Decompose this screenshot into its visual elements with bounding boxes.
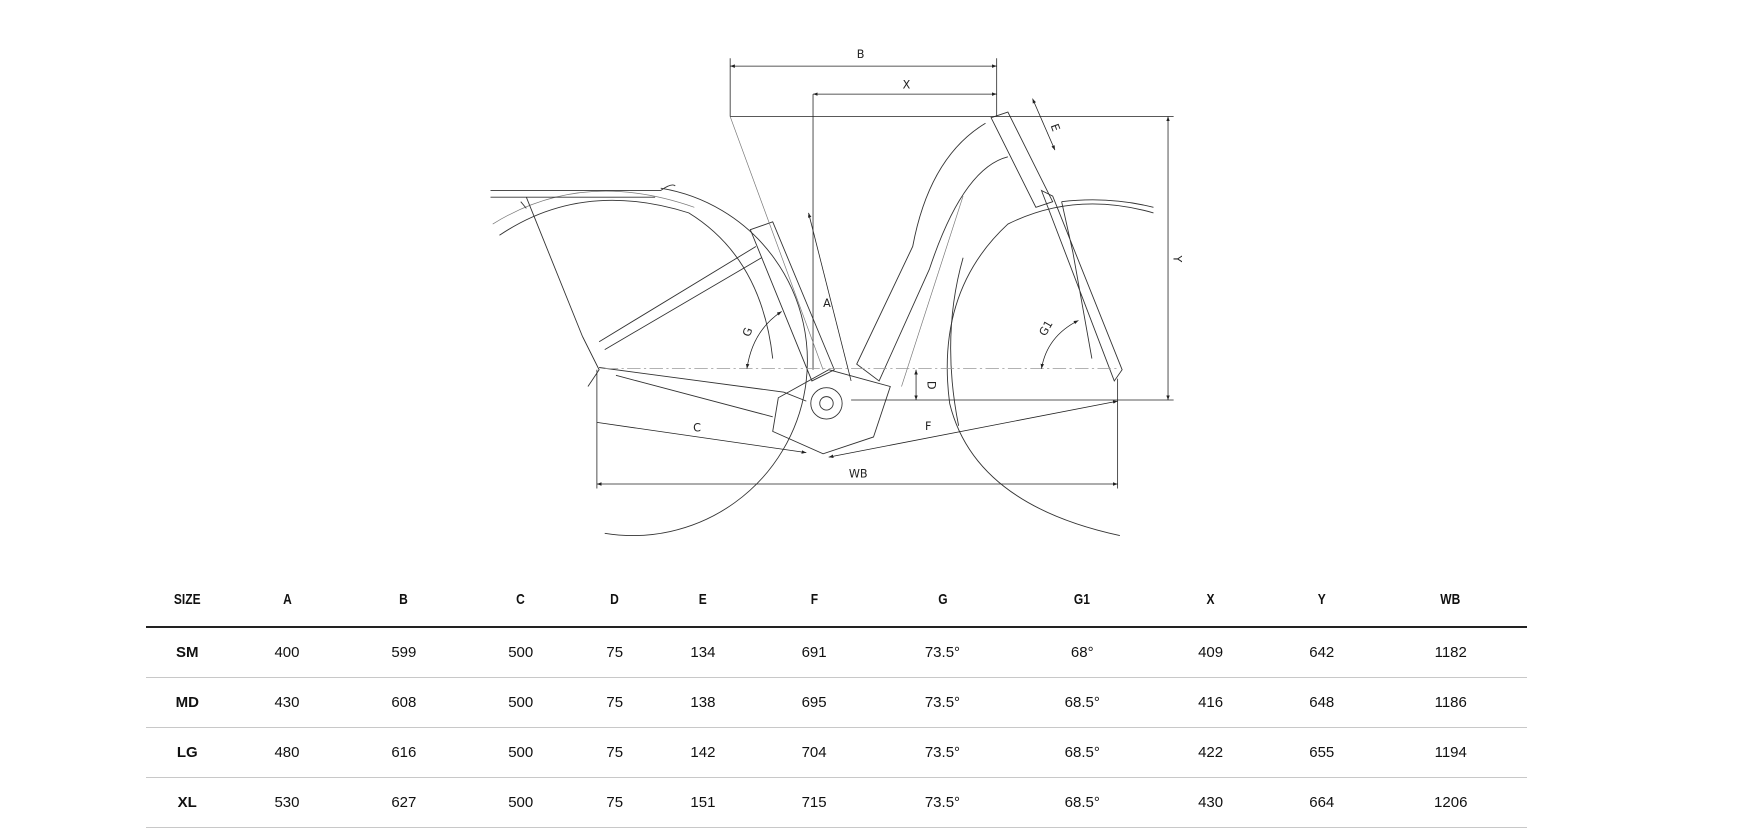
col-header: Y: [1279, 572, 1364, 628]
front-fender: [950, 199, 1154, 426]
value-cell: 695: [755, 677, 873, 728]
value-cell: 1182: [1374, 627, 1527, 678]
value-cell: 68.5°: [1012, 727, 1153, 778]
table-header-row: SIZE A B C D E F G G1 X Y WB: [146, 572, 1527, 628]
value-cell: 500: [462, 677, 580, 728]
col-header: E: [660, 572, 746, 628]
label-a: A: [823, 297, 831, 310]
label-y: Y: [1171, 254, 1184, 262]
value-cell: 704: [755, 727, 873, 778]
motor: [772, 369, 891, 455]
size-cell: MD: [146, 677, 229, 728]
label-g: G: [740, 326, 755, 339]
value-cell: 599: [345, 627, 463, 678]
label-f: F: [925, 420, 931, 433]
value-cell: 642: [1269, 627, 1375, 678]
chain-stay: [599, 367, 807, 418]
value-cell: 75: [579, 677, 651, 728]
label-e: E: [1048, 122, 1063, 133]
label-wb: WB: [849, 467, 868, 480]
value-cell: 608: [345, 677, 463, 728]
rear-rack: [490, 184, 676, 337]
head-tube: [990, 111, 1054, 208]
value-cell: 75: [579, 727, 651, 778]
value-cell: 409: [1152, 627, 1270, 678]
value-cell: 142: [650, 727, 756, 778]
fork: [1040, 189, 1123, 382]
col-header: F: [767, 572, 861, 628]
value-cell: 73.5°: [872, 627, 1013, 678]
col-header: C: [473, 572, 568, 628]
col-header: WB: [1389, 572, 1512, 628]
value-cell: 430: [228, 677, 346, 728]
size-cell: SM: [146, 627, 229, 678]
value-cell: 75: [579, 777, 651, 828]
value-cell: 416: [1152, 677, 1270, 728]
value-cell: 1206: [1374, 777, 1527, 828]
value-cell: 73.5°: [872, 777, 1013, 828]
value-cell: 1194: [1374, 727, 1527, 778]
rear-fender: [499, 199, 774, 359]
value-cell: 616: [345, 727, 463, 778]
label-d: D: [924, 381, 937, 390]
col-header: G: [886, 572, 999, 628]
value-cell: 648: [1269, 677, 1375, 728]
value-cell: 530: [228, 777, 346, 828]
value-cell: 400: [228, 627, 346, 678]
value-cell: 73.5°: [872, 727, 1013, 778]
col-header: A: [240, 572, 334, 628]
dimension-lines: [596, 58, 1174, 489]
value-cell: 151: [650, 777, 756, 828]
value-cell: 655: [1269, 727, 1375, 778]
value-cell: 68.5°: [1012, 777, 1153, 828]
value-cell: 691: [755, 627, 873, 678]
seat-stay: [598, 246, 762, 350]
value-cell: 500: [462, 777, 580, 828]
value-cell: 1186: [1374, 677, 1527, 728]
label-b: B: [857, 48, 865, 61]
value-cell: 500: [462, 627, 580, 678]
bike-drawing: [490, 111, 1154, 537]
col-header: X: [1163, 572, 1258, 628]
label-c: C: [693, 421, 701, 434]
rear-wheel: [604, 187, 808, 536]
down-tube: [856, 122, 1008, 382]
value-cell: 500: [462, 727, 580, 778]
value-cell: 68°: [1012, 627, 1153, 678]
size-cell: XL: [146, 777, 229, 828]
label-x: X: [903, 79, 911, 92]
value-cell: 75: [579, 627, 651, 678]
value-cell: 627: [345, 777, 463, 828]
col-header: D: [586, 572, 644, 628]
value-cell: 138: [650, 677, 756, 728]
size-cell: LG: [146, 727, 229, 778]
value-cell: 134: [650, 627, 756, 678]
value-cell: 664: [1269, 777, 1375, 828]
value-cell: 422: [1152, 727, 1270, 778]
col-header: G1: [1026, 572, 1139, 628]
value-cell: 480: [228, 727, 346, 778]
value-cell: 715: [755, 777, 873, 828]
label-g1: G1: [1037, 318, 1056, 338]
seat-tube: [749, 221, 835, 382]
value-cell: 68.5°: [1012, 677, 1153, 728]
value-cell: 430: [1152, 777, 1270, 828]
value-cell: 73.5°: [872, 677, 1013, 728]
col-header: B: [357, 572, 451, 628]
col-header: SIZE: [154, 572, 221, 628]
